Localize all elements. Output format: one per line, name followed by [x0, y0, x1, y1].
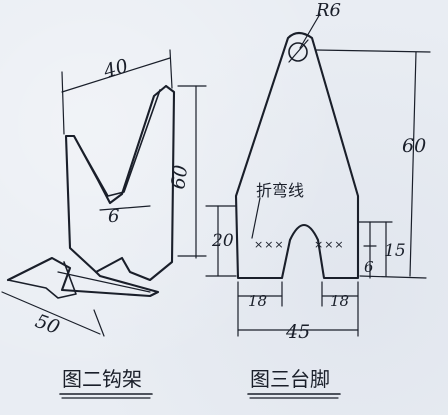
r6-label: R6	[315, 0, 341, 21]
dim-60-right-line	[409, 51, 417, 277]
dim-18-right-label: 18	[330, 292, 349, 310]
r6-leader	[299, 13, 321, 49]
hook-bracket-base-edge	[57, 271, 151, 293]
table-leg-drawing: ××× ××× 折弯线 R6 60 20 15 6 18 18	[205, 0, 431, 343]
dim-40-line	[61, 57, 171, 93]
dim-6-line	[99, 205, 151, 211]
dim-6-label: 6	[108, 206, 119, 227]
dim-60-left-label: 60	[167, 164, 192, 191]
hook-bracket-inner-v	[73, 89, 161, 197]
dim-50-ext	[93, 309, 105, 337]
dim-15-label: 15	[384, 241, 406, 261]
dim-50-label: 50	[32, 310, 62, 339]
dim-60-right-ext-bottom	[359, 275, 427, 279]
hook-bracket-outline	[64, 84, 176, 282]
bend-marks-right: ×××	[314, 238, 345, 251]
hook-bracket-base	[6, 256, 160, 298]
dim-60-right-label: 60	[402, 135, 426, 157]
caption-table-leg: 图三台脚	[250, 367, 330, 391]
captions: 图二钩架 图三台脚	[59, 367, 341, 399]
bend-line-label: 折弯线	[256, 181, 304, 200]
apex-hole	[288, 42, 308, 62]
bend-line-leader	[251, 197, 261, 239]
dim-20-label: 20	[211, 231, 234, 251]
table-leg-outline	[234, 31, 360, 280]
apex-hole-cross	[288, 39, 309, 63]
hook-bracket-base-fold	[7, 261, 77, 299]
dim-60-right-ext-top	[315, 49, 431, 53]
dim-50-line	[1, 291, 101, 335]
dim-45-label: 45	[285, 321, 310, 343]
dim-40-ext-right	[169, 49, 173, 89]
bend-marks-left: ×××	[254, 238, 285, 251]
dim-6-right-label: 6	[364, 258, 374, 276]
dim-18-left-label: 18	[248, 292, 267, 310]
dim-40-ext-left	[61, 71, 65, 135]
caption-hook-bracket: 图二钩架	[62, 367, 142, 391]
hook-bracket-drawing: 40 60 6 50	[1, 49, 207, 339]
